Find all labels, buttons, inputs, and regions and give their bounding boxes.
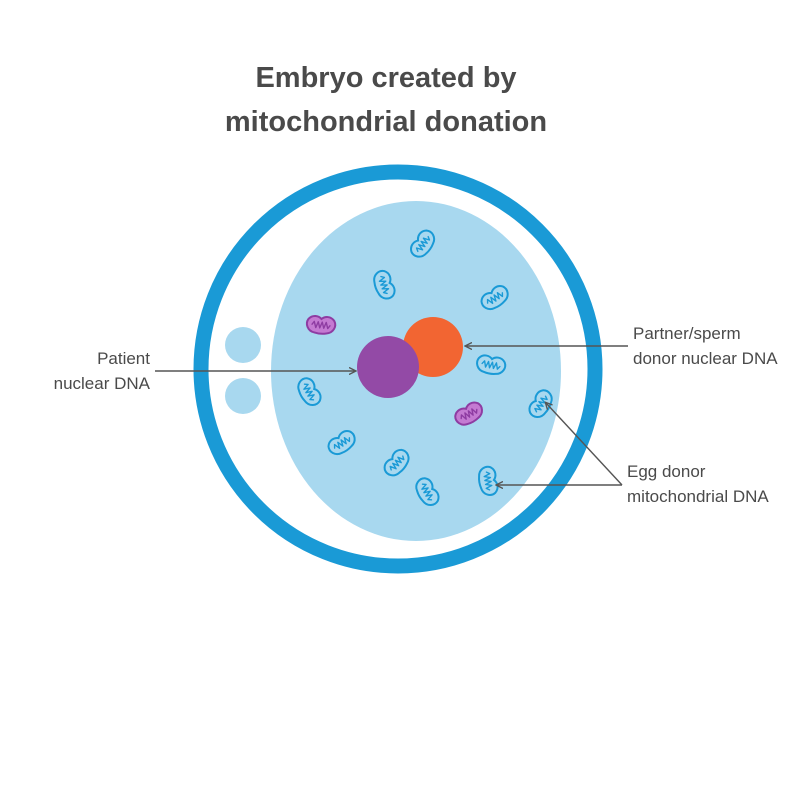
- patient-nucleus: [357, 336, 419, 398]
- partner-nuclear-dna-label: Partner/sperm donor nuclear DNA: [633, 321, 778, 371]
- egg-donor-mitochondrion: [327, 430, 356, 456]
- mitochondrion-cristae: [415, 235, 431, 253]
- egg-donor-mitochondrion: [476, 354, 507, 375]
- mitochondria-group: [297, 229, 553, 506]
- partner-label-line-2: donor nuclear DNA: [633, 349, 778, 368]
- patient-mitochondrion: [305, 314, 337, 335]
- egg-donor-mitochondrion: [480, 285, 509, 311]
- egg-donor-mitochondrion: [478, 465, 499, 496]
- egg-donor-label-line-1: Egg donor: [627, 462, 706, 481]
- polar-body-bottom: [225, 378, 261, 414]
- egg-donor-mitochondrion: [415, 477, 440, 506]
- egg-donor-mitochondrion: [297, 377, 322, 406]
- mitochondrion-cristae: [486, 291, 504, 305]
- egg-donor-label-line-2: mitochondrial DNA: [627, 487, 769, 506]
- patient-label-line-2: nuclear DNA: [53, 374, 150, 393]
- diagram-title-line-2: mitochondrial donation: [224, 106, 548, 138]
- mitochondrion-cristae: [460, 408, 478, 420]
- egg-donor-mitochondrion: [410, 229, 436, 258]
- mitochondrion-cristae: [483, 471, 493, 491]
- partner-label-line-1: Partner/sperm: [633, 324, 741, 343]
- egg-donor-mitochondrial-dna-label: Egg donor mitochondrial DNA: [627, 459, 769, 509]
- polar-body-top: [225, 327, 261, 363]
- mitochondrion-cristae: [311, 320, 331, 330]
- patient-mitochondrion: [454, 401, 483, 426]
- diagram-title-line-1: Embryo created by: [255, 62, 517, 94]
- egg-donor-leader-line-1: [546, 403, 623, 486]
- egg-donor-mitochondrion: [373, 269, 396, 300]
- mitochondrion-cristae: [421, 483, 433, 501]
- mitochondrion-cristae: [534, 395, 548, 413]
- patient-label-line-1: Patient: [97, 349, 150, 368]
- mitochondrion-cristae: [389, 455, 405, 471]
- patient-nuclear-dna-label: Patient nuclear DNA: [40, 346, 150, 396]
- mitochondrion-cristae: [481, 360, 501, 370]
- mitochondrion-cristae: [333, 436, 351, 450]
- egg-donor-mitochondrion: [528, 389, 553, 418]
- mitochondrion-cristae: [303, 383, 315, 401]
- egg-donor-mitochondrion: [383, 448, 410, 477]
- mitochondrion-cristae: [378, 275, 390, 295]
